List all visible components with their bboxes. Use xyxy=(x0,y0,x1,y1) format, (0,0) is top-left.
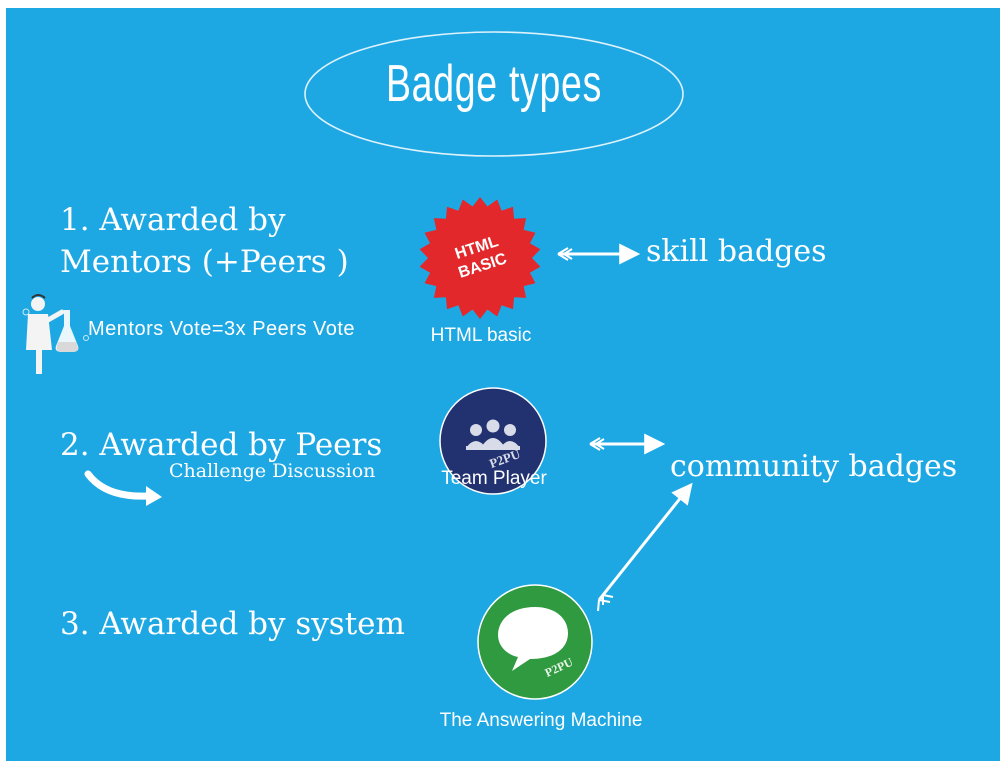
item-2-heading: 2. Awarded by Peers xyxy=(60,427,383,463)
page-title: Badge types xyxy=(385,55,603,113)
item-1-heading-line-1: 1. Awarded by xyxy=(60,202,286,238)
curved-arrow-to-challenge xyxy=(84,470,162,506)
arrow-to-skill-badges xyxy=(557,243,641,265)
scientist-icon xyxy=(22,294,89,374)
team-player-badge: P2PU xyxy=(439,387,547,495)
skill-badges-label: skill badges xyxy=(646,234,827,269)
html-basic-badge: HTML BASIC xyxy=(419,197,541,319)
item-3-heading: 3. Awarded by system xyxy=(60,606,405,642)
item-1-heading-line-2: Mentors (+Peers ) xyxy=(60,244,349,280)
team-player-caption: Team Player xyxy=(441,468,547,489)
community-badges-label: community badges xyxy=(670,449,958,484)
html-basic-caption: HTML basic xyxy=(430,325,532,346)
answering-machine-badge: P2PU xyxy=(477,584,593,700)
speech-bubble-icon xyxy=(498,607,568,671)
arrow-to-community-badges xyxy=(589,433,666,455)
arrow-system-to-community xyxy=(597,482,693,612)
title-ellipse xyxy=(304,31,684,157)
mentor-vote-note: Mentors Vote=3x Peers Vote xyxy=(88,318,356,340)
challenge-discussion-note: Challenge Discussion xyxy=(169,460,376,482)
answering-machine-caption: The Answering Machine xyxy=(439,710,643,731)
html-badge-starburst xyxy=(419,197,541,319)
slide: Badge types 1. Awarded by Mentors (+Peer… xyxy=(6,8,1000,761)
